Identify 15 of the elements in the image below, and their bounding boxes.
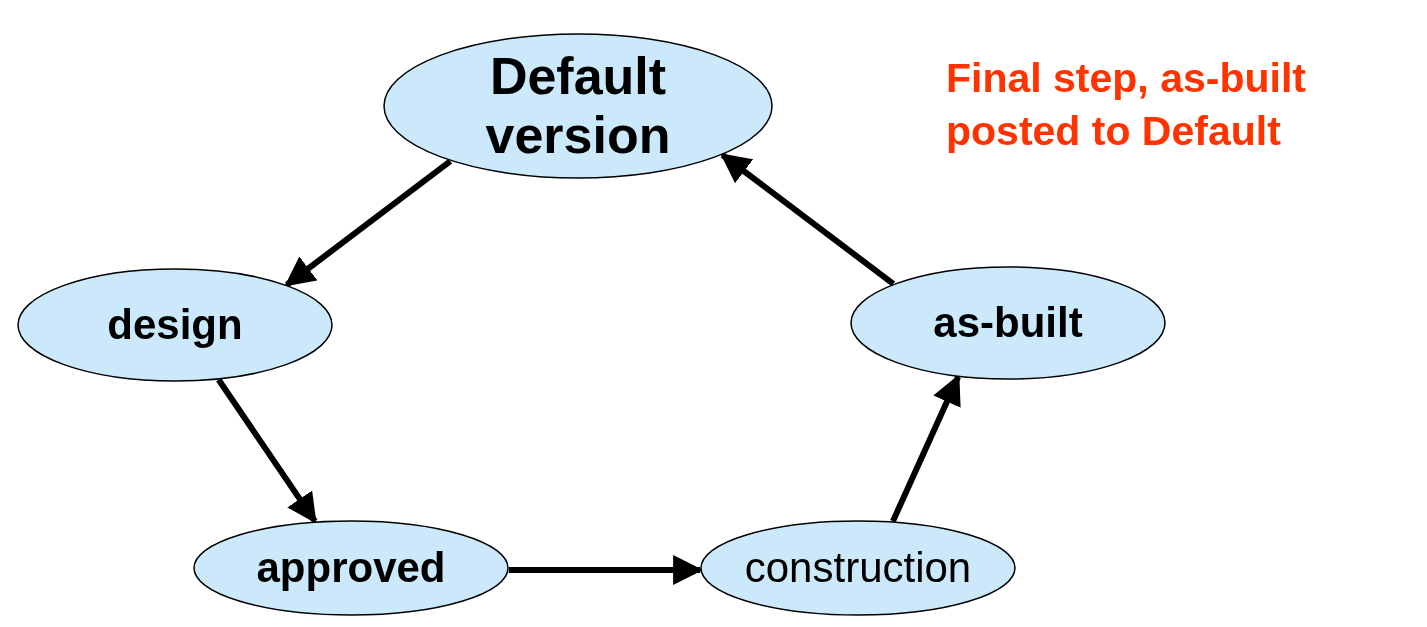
state-label: as-built <box>933 299 1083 347</box>
state-ellipse <box>700 520 1016 616</box>
arrow <box>890 374 961 523</box>
state-ellipse <box>193 520 509 616</box>
state-ellipse <box>383 33 773 179</box>
arrow <box>284 158 453 288</box>
state-label: approved <box>256 544 446 592</box>
state-label: Default version <box>484 47 672 165</box>
arrow <box>720 152 896 287</box>
annotation-note: Final step, as-built posted to Default <box>946 54 1307 157</box>
state-ellipse <box>850 266 1166 380</box>
state-label: construction <box>744 544 972 592</box>
state-ellipse <box>17 268 333 382</box>
state-label: design <box>107 301 243 349</box>
arrow <box>216 378 318 524</box>
